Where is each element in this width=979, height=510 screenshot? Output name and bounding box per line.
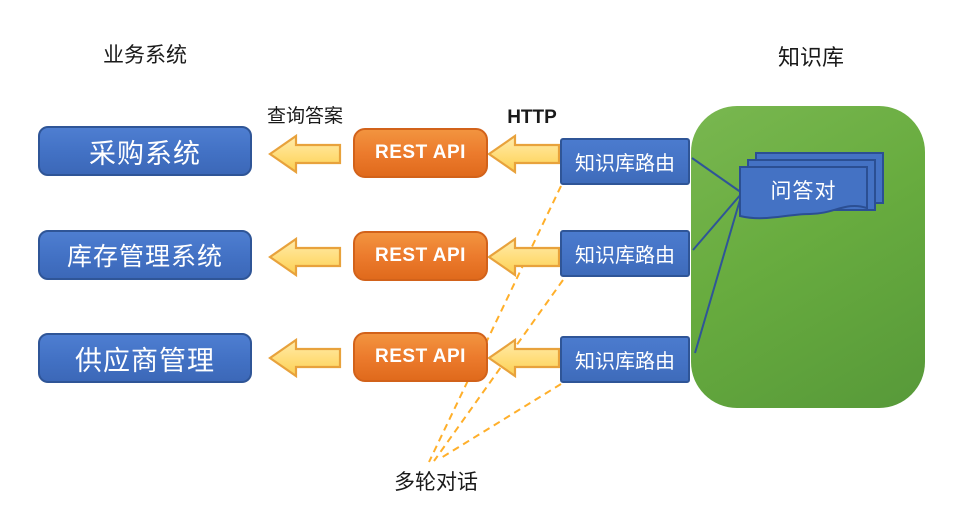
node-kb-router-3: 知识库路由 (560, 336, 690, 383)
dashed-line-router3 (440, 383, 562, 459)
arrow-left-icon-row3-router-to-api (487, 337, 561, 379)
heading-business-systems: 业务系统 (103, 44, 187, 67)
qa-pairs-card-stack (739, 152, 884, 220)
node-rest-api-3: REST API (353, 332, 488, 382)
node-rest-api-1: REST API (353, 128, 488, 178)
qa-card-front (739, 166, 868, 220)
connector-router3 (694, 192, 743, 354)
label-query-answer: 查询答案 (266, 106, 343, 127)
label-multi-turn-dialog: 多轮对话 (394, 471, 478, 494)
node-rest-api-2: REST API (353, 231, 488, 281)
node-kb-router-2: 知识库路由 (560, 230, 690, 277)
dashed-line-router2 (433, 279, 564, 462)
flow-arrows (268, 133, 561, 379)
dashed-line-router1 (428, 185, 562, 463)
qa-pairs-card-label: 问答对 (770, 180, 837, 203)
qa-card-connectors (691, 157, 743, 354)
heading-knowledge-base: 知识库 (777, 45, 844, 70)
connector-router2 (692, 192, 743, 251)
arrow-left-icon-row3-api-to-system (268, 337, 342, 379)
arrow-left-icon-row2-api-to-system (268, 236, 342, 278)
multi-turn-dashed-lines (428, 185, 564, 463)
label-http: HTTP (507, 107, 557, 128)
arrow-left-icon-row1-router-to-api (487, 133, 561, 175)
node-procurement-system: 采购系统 (38, 126, 252, 176)
node-supplier-management: 供应商管理 (38, 333, 252, 383)
node-kb-router-1: 知识库路由 (560, 138, 690, 185)
arrow-left-icon-row1-api-to-system (268, 133, 342, 175)
arrow-left-icon-row2-router-to-api (487, 236, 561, 278)
node-inventory-management-system: 库存管理系统 (38, 230, 252, 280)
connector-router1 (691, 157, 743, 194)
